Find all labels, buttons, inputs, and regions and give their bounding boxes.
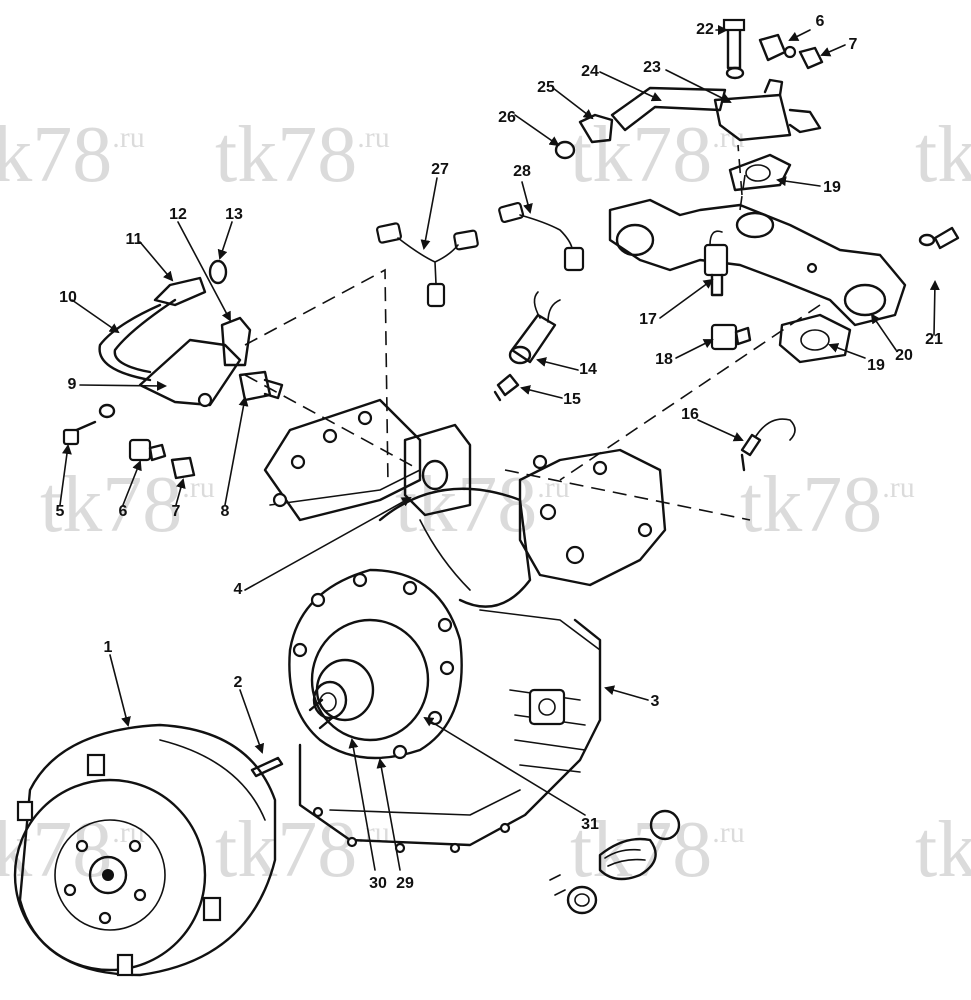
callout-7-top: 7 <box>848 36 858 53</box>
callout-9: 9 <box>67 376 77 393</box>
watermark: tk78.ru <box>570 806 745 894</box>
callout-5: 5 <box>55 503 65 520</box>
watermark: tk78 <box>915 806 971 894</box>
callout-13: 13 <box>225 206 243 223</box>
callout-19: 19 <box>867 357 885 374</box>
callout-23: 23 <box>643 59 661 76</box>
clutch-pulley <box>13 723 277 977</box>
watermark: tk78 <box>915 111 971 199</box>
callout-7: 7 <box>171 503 181 520</box>
callout-4: 4 <box>233 581 243 598</box>
callout-10: 10 <box>59 289 77 306</box>
callout-3: 3 <box>650 693 660 710</box>
shaft-seal-parts <box>549 809 681 915</box>
manifold <box>608 198 960 364</box>
callout-16: 16 <box>681 406 699 423</box>
callout-28: 28 <box>513 163 531 180</box>
watermark: tk78.ru <box>740 461 915 549</box>
callout-22: 22 <box>696 21 714 38</box>
callout-30: 30 <box>369 875 387 892</box>
callout-15: 15 <box>563 391 581 408</box>
callout-18: 18 <box>655 351 673 368</box>
callout-26: 26 <box>498 109 516 126</box>
wire-harness <box>376 201 585 308</box>
callout-31: 31 <box>581 816 599 833</box>
callout-21: 21 <box>925 331 943 348</box>
callout-25: 25 <box>537 79 555 96</box>
callout-19-top: 19 <box>823 179 841 196</box>
callout-24: 24 <box>581 63 599 80</box>
leader-lines <box>59 25 940 871</box>
alignment-lines <box>244 144 821 521</box>
discharge-line-assembly <box>62 259 284 480</box>
callout-20: 20 <box>895 347 913 364</box>
suction-line-assembly <box>554 18 824 192</box>
callout-29: 29 <box>396 875 414 892</box>
watermark: tk78.ru <box>215 806 390 894</box>
callout-1: 1 <box>103 639 113 656</box>
callout-11: 11 <box>125 231 143 248</box>
compressor-body <box>263 398 667 854</box>
shaft-key <box>250 756 284 778</box>
callout-17: 17 <box>639 311 657 328</box>
callout-14: 14 <box>579 361 597 378</box>
watermark: tk78.ru <box>570 111 745 199</box>
callout-27: 27 <box>431 161 449 178</box>
sensors <box>493 291 796 472</box>
callout-8: 8 <box>220 503 230 520</box>
watermark: tk78.ru <box>0 111 145 199</box>
callout-12: 12 <box>169 206 187 223</box>
callout-6: 6 <box>118 503 128 520</box>
callout-6-top: 6 <box>815 13 825 30</box>
callout-2: 2 <box>233 674 243 691</box>
pressure-switch <box>703 230 752 351</box>
watermark: tk78.ru <box>215 111 390 199</box>
